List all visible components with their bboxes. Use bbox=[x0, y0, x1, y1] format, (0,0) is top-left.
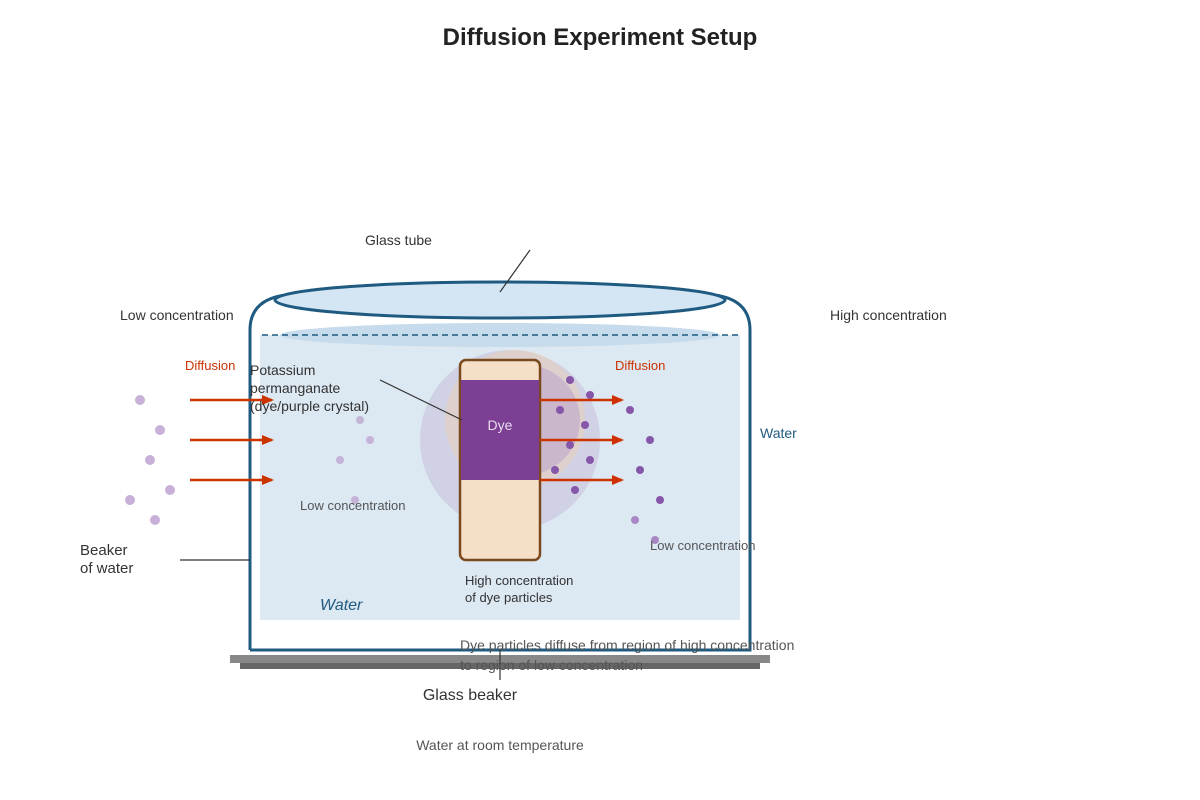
high-concentration-right-label: High concentration bbox=[830, 307, 947, 323]
particle bbox=[586, 391, 594, 399]
particle bbox=[556, 406, 564, 414]
diffusion-left-label: Diffusion bbox=[185, 358, 235, 373]
particle bbox=[145, 455, 155, 465]
arrows-right bbox=[540, 395, 624, 485]
beaker-rim bbox=[273, 280, 727, 320]
diagram-title: Diffusion Experiment Setup bbox=[443, 24, 758, 51]
glass-tube-label: Glass tube bbox=[365, 232, 432, 248]
caption-line1: Dye particles diffuse from region of hig… bbox=[460, 637, 794, 653]
low-concentration-left-label: Low concentration bbox=[120, 307, 234, 323]
particle bbox=[581, 421, 589, 429]
dye-band bbox=[461, 380, 539, 480]
particle bbox=[571, 486, 579, 494]
particle bbox=[351, 496, 359, 504]
arrows-left bbox=[190, 395, 274, 485]
particle bbox=[336, 456, 344, 464]
particle bbox=[626, 406, 634, 414]
high-conc-dye-line1: High concentration bbox=[465, 573, 573, 588]
particle bbox=[586, 456, 594, 464]
particle bbox=[155, 425, 165, 435]
particles-right bbox=[551, 376, 664, 504]
dye-label: Dye bbox=[488, 417, 513, 433]
high-conc-dye-line2: of dye particles bbox=[465, 590, 553, 605]
water-right-label: Water bbox=[760, 425, 797, 441]
low-concentration-right-inner-label: Low concentration bbox=[650, 538, 756, 553]
particle bbox=[636, 466, 644, 474]
particles-left-outside bbox=[125, 395, 175, 525]
particle bbox=[651, 536, 659, 544]
particle bbox=[631, 516, 639, 524]
crystal-label-line1: Potassium bbox=[250, 362, 315, 378]
particle bbox=[165, 485, 175, 495]
glass-tube-leader bbox=[499, 249, 531, 293]
particle bbox=[125, 495, 135, 505]
particle bbox=[135, 395, 145, 405]
particle bbox=[646, 436, 654, 444]
low-concentration-inner-label: Low concentration bbox=[300, 498, 406, 513]
particles-right-light bbox=[631, 516, 659, 544]
crystal-label-line3: (dye/purple crystal) bbox=[250, 398, 369, 414]
particle bbox=[150, 515, 160, 525]
particle bbox=[566, 441, 574, 449]
diffusion-right-label: Diffusion bbox=[615, 358, 665, 373]
particle bbox=[551, 466, 559, 474]
particle bbox=[356, 416, 364, 424]
beaker-label-line2: of water bbox=[80, 560, 133, 577]
particle bbox=[366, 436, 374, 444]
glass-beaker-label: Glass beaker bbox=[423, 687, 518, 704]
beaker-label-line1: Beaker bbox=[80, 542, 128, 559]
water-temperature-label: Water at room temperature bbox=[416, 737, 584, 753]
water-surface bbox=[280, 323, 720, 347]
water-inner-label: Water bbox=[320, 597, 363, 614]
particle bbox=[566, 376, 574, 384]
crystal-label-line2: permanganate bbox=[250, 380, 341, 396]
caption-line2: to region of low concentration bbox=[460, 657, 643, 673]
particles-left-inside bbox=[336, 416, 374, 504]
particle bbox=[656, 496, 664, 504]
crystal-leader bbox=[379, 379, 463, 421]
